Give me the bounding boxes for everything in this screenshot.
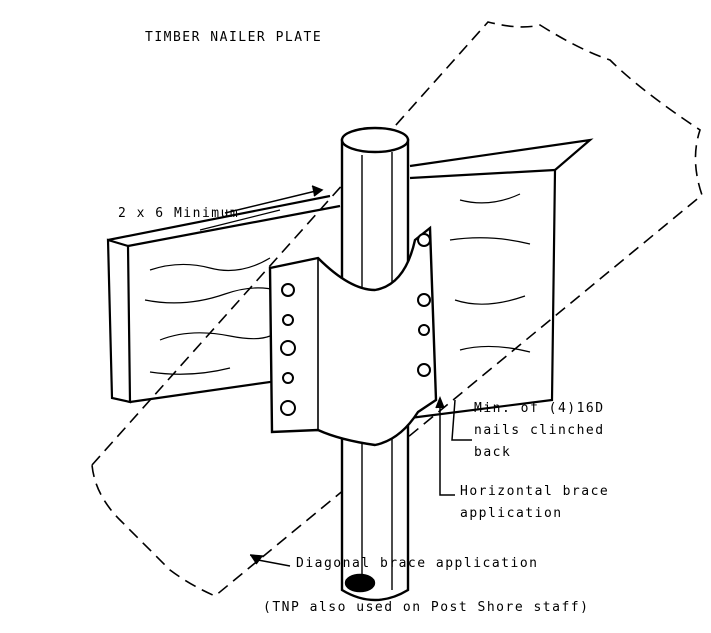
horizontal-brace-label-line2: application <box>460 506 563 521</box>
usage-note: (TNP also used on Post Shore staff) <box>263 600 590 615</box>
nails-label-line3: back <box>474 445 512 460</box>
nailer-plate <box>268 225 438 447</box>
nails-label-line1: Min. of (4)16D <box>474 401 605 416</box>
nails-label-line2: nails clinched <box>474 423 605 438</box>
diagonal-brace-label: Diagonal brace application <box>296 556 539 571</box>
horizontal-brace-label-line1: Horizontal brace <box>460 484 610 499</box>
diagonal-brace-outline <box>91 21 703 597</box>
min-size-label: 2 x 6 Minimum <box>118 206 240 221</box>
diagram-title: TIMBER NAILER PLATE <box>145 30 323 45</box>
leader-lines <box>224 185 472 567</box>
